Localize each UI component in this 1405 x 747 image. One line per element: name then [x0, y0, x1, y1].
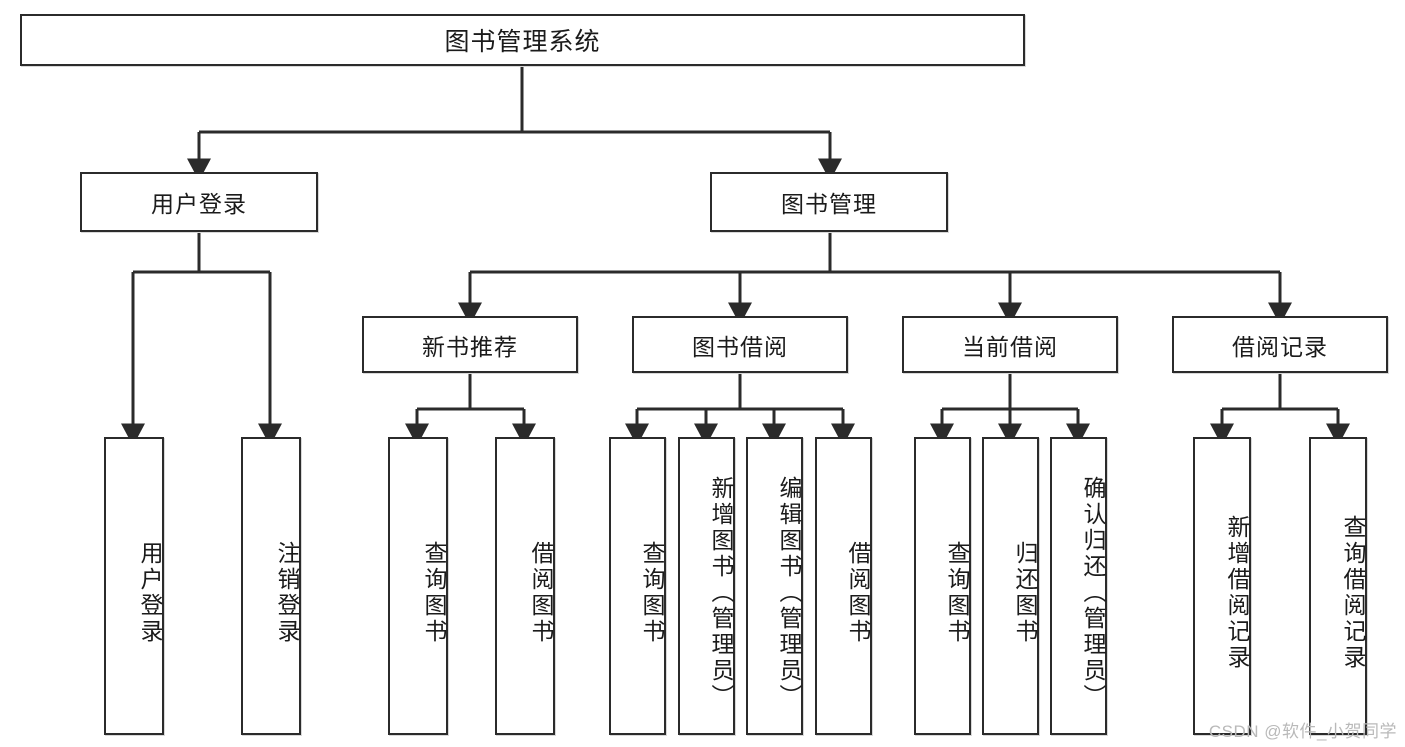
leaf-return-book[interactable]: 归还图书 [982, 437, 1039, 735]
node-label: 新增借阅记录 [1224, 515, 1250, 671]
leaf-borrow-book[interactable]: 借阅图书 [815, 437, 872, 735]
node-label: 查询图书 [944, 541, 970, 645]
node-user-login[interactable]: 用户登录 [80, 172, 318, 232]
node-label: 用户登录 [137, 541, 163, 645]
node-label: 查询图书 [421, 541, 447, 645]
node-label: 用户登录 [151, 191, 247, 217]
node-label: 新增图书（管理员） [708, 476, 734, 710]
node-current-borrow[interactable]: 当前借阅 [902, 316, 1118, 373]
node-label: 图书管理 [781, 191, 877, 217]
leaf-query-book-current[interactable]: 查询图书 [914, 437, 971, 735]
node-label: 注销登录 [274, 541, 300, 645]
node-book-management[interactable]: 图书管理 [710, 172, 948, 232]
node-new-book-recommend[interactable]: 新书推荐 [362, 316, 578, 373]
csdn-watermark: CSDN @软件_小贺同学 [1208, 722, 1397, 741]
node-label: 图书管理系统 [444, 28, 601, 56]
leaf-user-login[interactable]: 用户登录 [104, 437, 164, 735]
leaf-query-book-recommend[interactable]: 查询图书 [388, 437, 448, 735]
leaf-add-book-admin[interactable]: 新增图书（管理员） [678, 437, 735, 735]
node-label: 查询图书 [639, 541, 665, 645]
node-label: 图书借阅 [692, 333, 788, 360]
leaf-logout-login[interactable]: 注销登录 [241, 437, 301, 735]
node-label: 查询借阅记录 [1340, 515, 1366, 671]
node-label: 当前借阅 [962, 333, 1058, 360]
leaf-borrow-book-recommend[interactable]: 借阅图书 [495, 437, 555, 735]
leaf-add-borrow-record[interactable]: 新增借阅记录 [1193, 437, 1251, 735]
node-root-system[interactable]: 图书管理系统 [20, 14, 1025, 66]
leaf-edit-book-admin[interactable]: 编辑图书（管理员） [746, 437, 803, 735]
node-label: 借阅图书 [528, 541, 554, 645]
node-label: 归还图书 [1012, 541, 1038, 645]
leaf-confirm-return-admin[interactable]: 确认归还（管理员） [1050, 437, 1107, 735]
node-book-borrow[interactable]: 图书借阅 [632, 316, 848, 373]
node-borrow-record[interactable]: 借阅记录 [1172, 316, 1388, 373]
node-label: 编辑图书（管理员） [776, 476, 802, 710]
node-label: 新书推荐 [422, 333, 518, 360]
node-label: 借阅图书 [845, 541, 871, 645]
node-label: 确认归还（管理员） [1080, 476, 1106, 710]
leaf-query-borrow-record[interactable]: 查询借阅记录 [1309, 437, 1367, 735]
node-label: 借阅记录 [1232, 333, 1328, 360]
leaf-query-book-borrow[interactable]: 查询图书 [609, 437, 666, 735]
